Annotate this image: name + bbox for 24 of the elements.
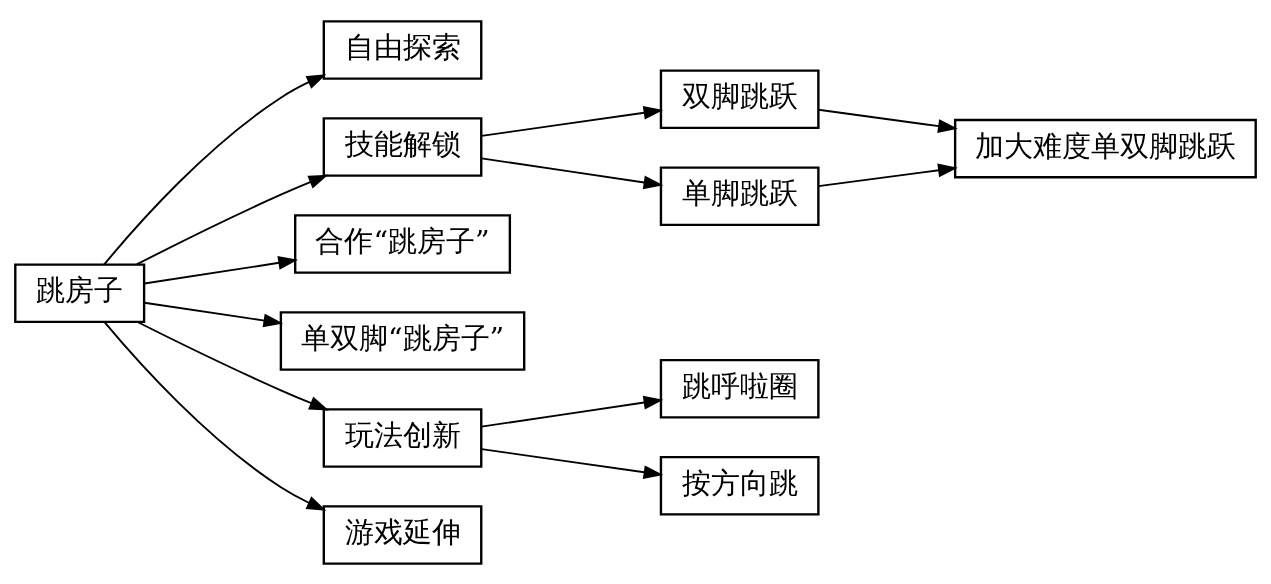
- node-box: 加大难度单双脚跳跃: [953, 118, 1257, 178]
- node-box: 合作“跳房子”: [294, 213, 512, 274]
- arrow: [136, 320, 329, 410]
- node-box: 玩法创新: [322, 407, 483, 468]
- node-box: 技能解锁: [322, 116, 483, 177]
- arrow: [103, 73, 327, 265]
- arrow: [480, 156, 664, 189]
- arrow: [817, 108, 958, 133]
- arrow: [143, 301, 284, 327]
- arrow: [480, 395, 664, 428]
- arrow: [480, 105, 664, 137]
- node-box: 双脚跳跃: [659, 68, 820, 129]
- node-box: 单脚跳跃: [659, 165, 820, 226]
- arrow: [817, 163, 958, 187]
- node-box: 单双脚“跳房子”: [279, 310, 526, 371]
- node-box: 跳呼啦圈: [659, 358, 820, 419]
- arrow: [135, 174, 329, 265]
- arrow: [103, 320, 327, 511]
- node-box: 自由探索: [322, 19, 483, 80]
- arrow: [143, 255, 298, 284]
- node-box: 跳房子: [14, 262, 146, 323]
- node-box: 按方向跳: [659, 455, 820, 516]
- node-box: 游戏延伸: [322, 504, 483, 565]
- arrow: [480, 447, 664, 479]
